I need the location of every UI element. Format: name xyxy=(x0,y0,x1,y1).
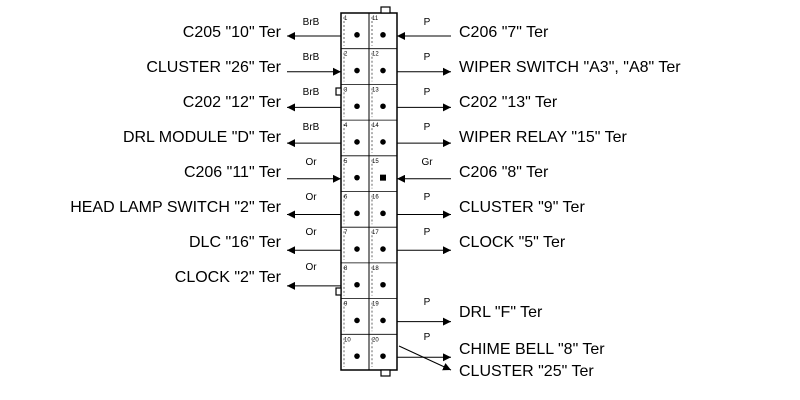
left-pin-4-wire-color: BrB xyxy=(303,122,320,133)
pin-terminal xyxy=(354,246,360,252)
left-pin-4-destination: DRL MODULE "D" Ter xyxy=(123,129,282,146)
pin-terminal xyxy=(354,210,360,217)
pin-number: 4 xyxy=(344,123,348,129)
pin-number: 20 xyxy=(372,337,379,343)
left-pin-1-wire-color: BrB xyxy=(303,17,320,28)
pin-number: 1 xyxy=(344,16,348,22)
right-pin-20-destination: CHIME BELL "8" Ter xyxy=(459,341,605,358)
pin-terminal xyxy=(380,139,386,145)
pin-number: 13 xyxy=(372,87,379,93)
pin-terminal xyxy=(354,67,360,74)
right-pin-14-wire-color: P xyxy=(424,122,431,133)
left-pin-7-destination: DLC "16" Ter xyxy=(189,234,282,251)
pin-terminal xyxy=(380,210,386,217)
pin-number: 15 xyxy=(372,159,379,165)
right-pin-13-wire-color: P xyxy=(424,87,431,98)
left-pin-5-wire-color: Or xyxy=(305,157,317,168)
pin-number: 9 xyxy=(344,302,348,308)
pin-number: 8 xyxy=(344,266,348,272)
left-pin-7-wire-color: Or xyxy=(305,227,317,238)
left-pin-1-destination: C205 "10" Ter xyxy=(183,24,282,41)
left-pin-3-wire-color: BrB xyxy=(303,87,320,98)
right-pin-13-destination: C202 "13" Ter xyxy=(459,94,558,111)
pin-number: 6 xyxy=(344,195,348,201)
connector-side-latch xyxy=(335,87,342,96)
pin-number: 16 xyxy=(372,195,379,201)
pin-terminal xyxy=(354,281,360,288)
left-pin-8-destination: CLOCK "2" Ter xyxy=(175,269,282,286)
pin-number: 17 xyxy=(372,230,379,236)
left-pin-8-wire-color: Or xyxy=(305,262,317,273)
right-pin-20-wire-color: P xyxy=(424,332,431,343)
right-pin-16-destination: CLUSTER "9" Ter xyxy=(459,199,585,216)
left-pin-2-destination: CLUSTER "26" Ter xyxy=(146,59,281,76)
pin-terminal xyxy=(380,67,386,74)
right-pin-12-destination: WIPER SWITCH "A3", "A8" Ter xyxy=(459,59,681,76)
right-pin-12-wire-color: P xyxy=(424,52,431,63)
pin-number: 5 xyxy=(344,159,348,165)
right-pin-11-wire-color: P xyxy=(424,17,431,28)
left-pin-5-destination: C206 "11" Ter xyxy=(184,164,282,181)
left-pin-6-destination: HEAD LAMP SWITCH "2" Ter xyxy=(70,199,281,216)
pin-terminal xyxy=(354,317,360,324)
left-pin-2-wire-color: BrB xyxy=(303,52,320,63)
pin-terminal xyxy=(380,281,386,288)
pin-terminal xyxy=(380,317,386,324)
pin-terminal xyxy=(354,139,360,145)
wire-20-branch xyxy=(398,345,452,371)
pin-terminal xyxy=(354,353,360,359)
pin-number: 3 xyxy=(344,87,348,93)
right-pin-17-wire-color: P xyxy=(424,227,431,238)
right-pin-15-wire-color: Gr xyxy=(421,157,433,168)
pin-number: 11 xyxy=(372,16,379,22)
pin-number: 12 xyxy=(372,52,379,58)
right-pin-17-destination: CLOCK "5" Ter xyxy=(459,234,566,251)
left-pin-6-wire-color: Or xyxy=(305,192,317,203)
connector-side-latch xyxy=(335,287,342,296)
connector-bottom-tab xyxy=(380,369,391,377)
pin-terminal xyxy=(380,32,386,38)
pin-terminal xyxy=(380,353,386,359)
pin-terminal xyxy=(354,103,360,110)
pin-terminal xyxy=(354,32,360,38)
right-pin-19-destination: DRL "F" Ter xyxy=(459,304,543,321)
right-pin-20-branch-destination: CLUSTER "25" Ter xyxy=(459,363,594,380)
right-pin-15-destination: C206 "8" Ter xyxy=(459,164,549,181)
right-pin-19-wire-color: P xyxy=(424,297,431,308)
connector-top-tab xyxy=(380,6,391,14)
right-pin-16-wire-color: P xyxy=(424,192,431,203)
pin-number: 19 xyxy=(372,302,379,308)
pin-number: 14 xyxy=(372,123,379,129)
right-pin-14-destination: WIPER RELAY "15" Ter xyxy=(459,129,628,146)
pin-terminal xyxy=(380,103,386,110)
pin-number: 10 xyxy=(344,337,351,343)
right-pin-11-destination: C206 "7" Ter xyxy=(459,24,549,41)
pin-terminal xyxy=(354,174,360,181)
left-pin-3-destination: C202 "12" Ter xyxy=(183,94,282,111)
pin-terminal xyxy=(380,246,386,252)
pin-number: 18 xyxy=(372,266,379,272)
pin-number: 7 xyxy=(344,230,348,236)
pin-terminal xyxy=(380,174,386,181)
pin-number: 2 xyxy=(344,52,348,58)
